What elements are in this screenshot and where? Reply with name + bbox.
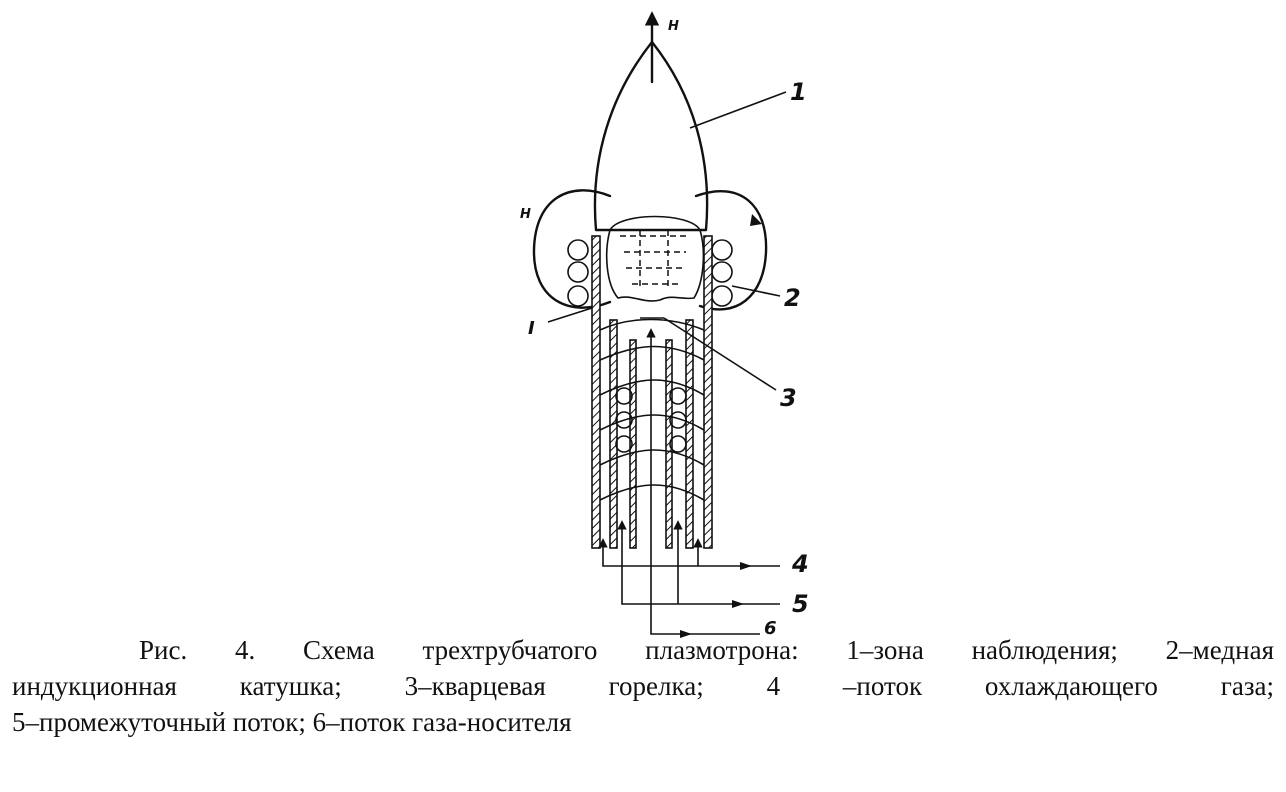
- observation-zone-outline: [593, 40, 709, 232]
- callout-2: 2: [784, 284, 801, 312]
- field-label-top: H: [668, 19, 679, 34]
- callout-1: 1: [790, 78, 807, 106]
- plasma-core-dashes: [620, 230, 690, 290]
- field-loop-right-arrowhead: [750, 214, 762, 226]
- caption-line-1: Рис. 4. Схема трехтрубчатого плазмотрона…: [139, 635, 1274, 665]
- feed-line-carrier: [650, 548, 760, 635]
- figure-caption: Рис. 4. Схема трехтрубчатого плазмотрона…: [12, 632, 1274, 740]
- caption-line-2: индукционная катушка; 3–кварцевая горелк…: [12, 671, 1274, 701]
- field-label-left: H: [520, 207, 531, 222]
- ring-label: I: [528, 318, 535, 339]
- induction-coil-left: [567, 239, 589, 307]
- feed-line-intermediate: [621, 548, 780, 605]
- callout-3: 3: [780, 384, 797, 412]
- callout-6: 6: [764, 618, 777, 639]
- plasma-core-outline: [605, 215, 705, 302]
- callout-4: 4: [791, 550, 809, 578]
- callout-5: 5: [792, 590, 809, 618]
- quartz-torch: [591, 235, 713, 549]
- induction-coil-right: [711, 239, 733, 307]
- caption-line-3: 5–промежуточный поток; 6–поток газа-носи…: [12, 707, 572, 737]
- feed-line-cooling: [602, 560, 780, 567]
- field-loop-left: [532, 189, 612, 309]
- field-loop-right: [694, 190, 768, 311]
- plasmatron-diagram: H H: [520, 11, 809, 639]
